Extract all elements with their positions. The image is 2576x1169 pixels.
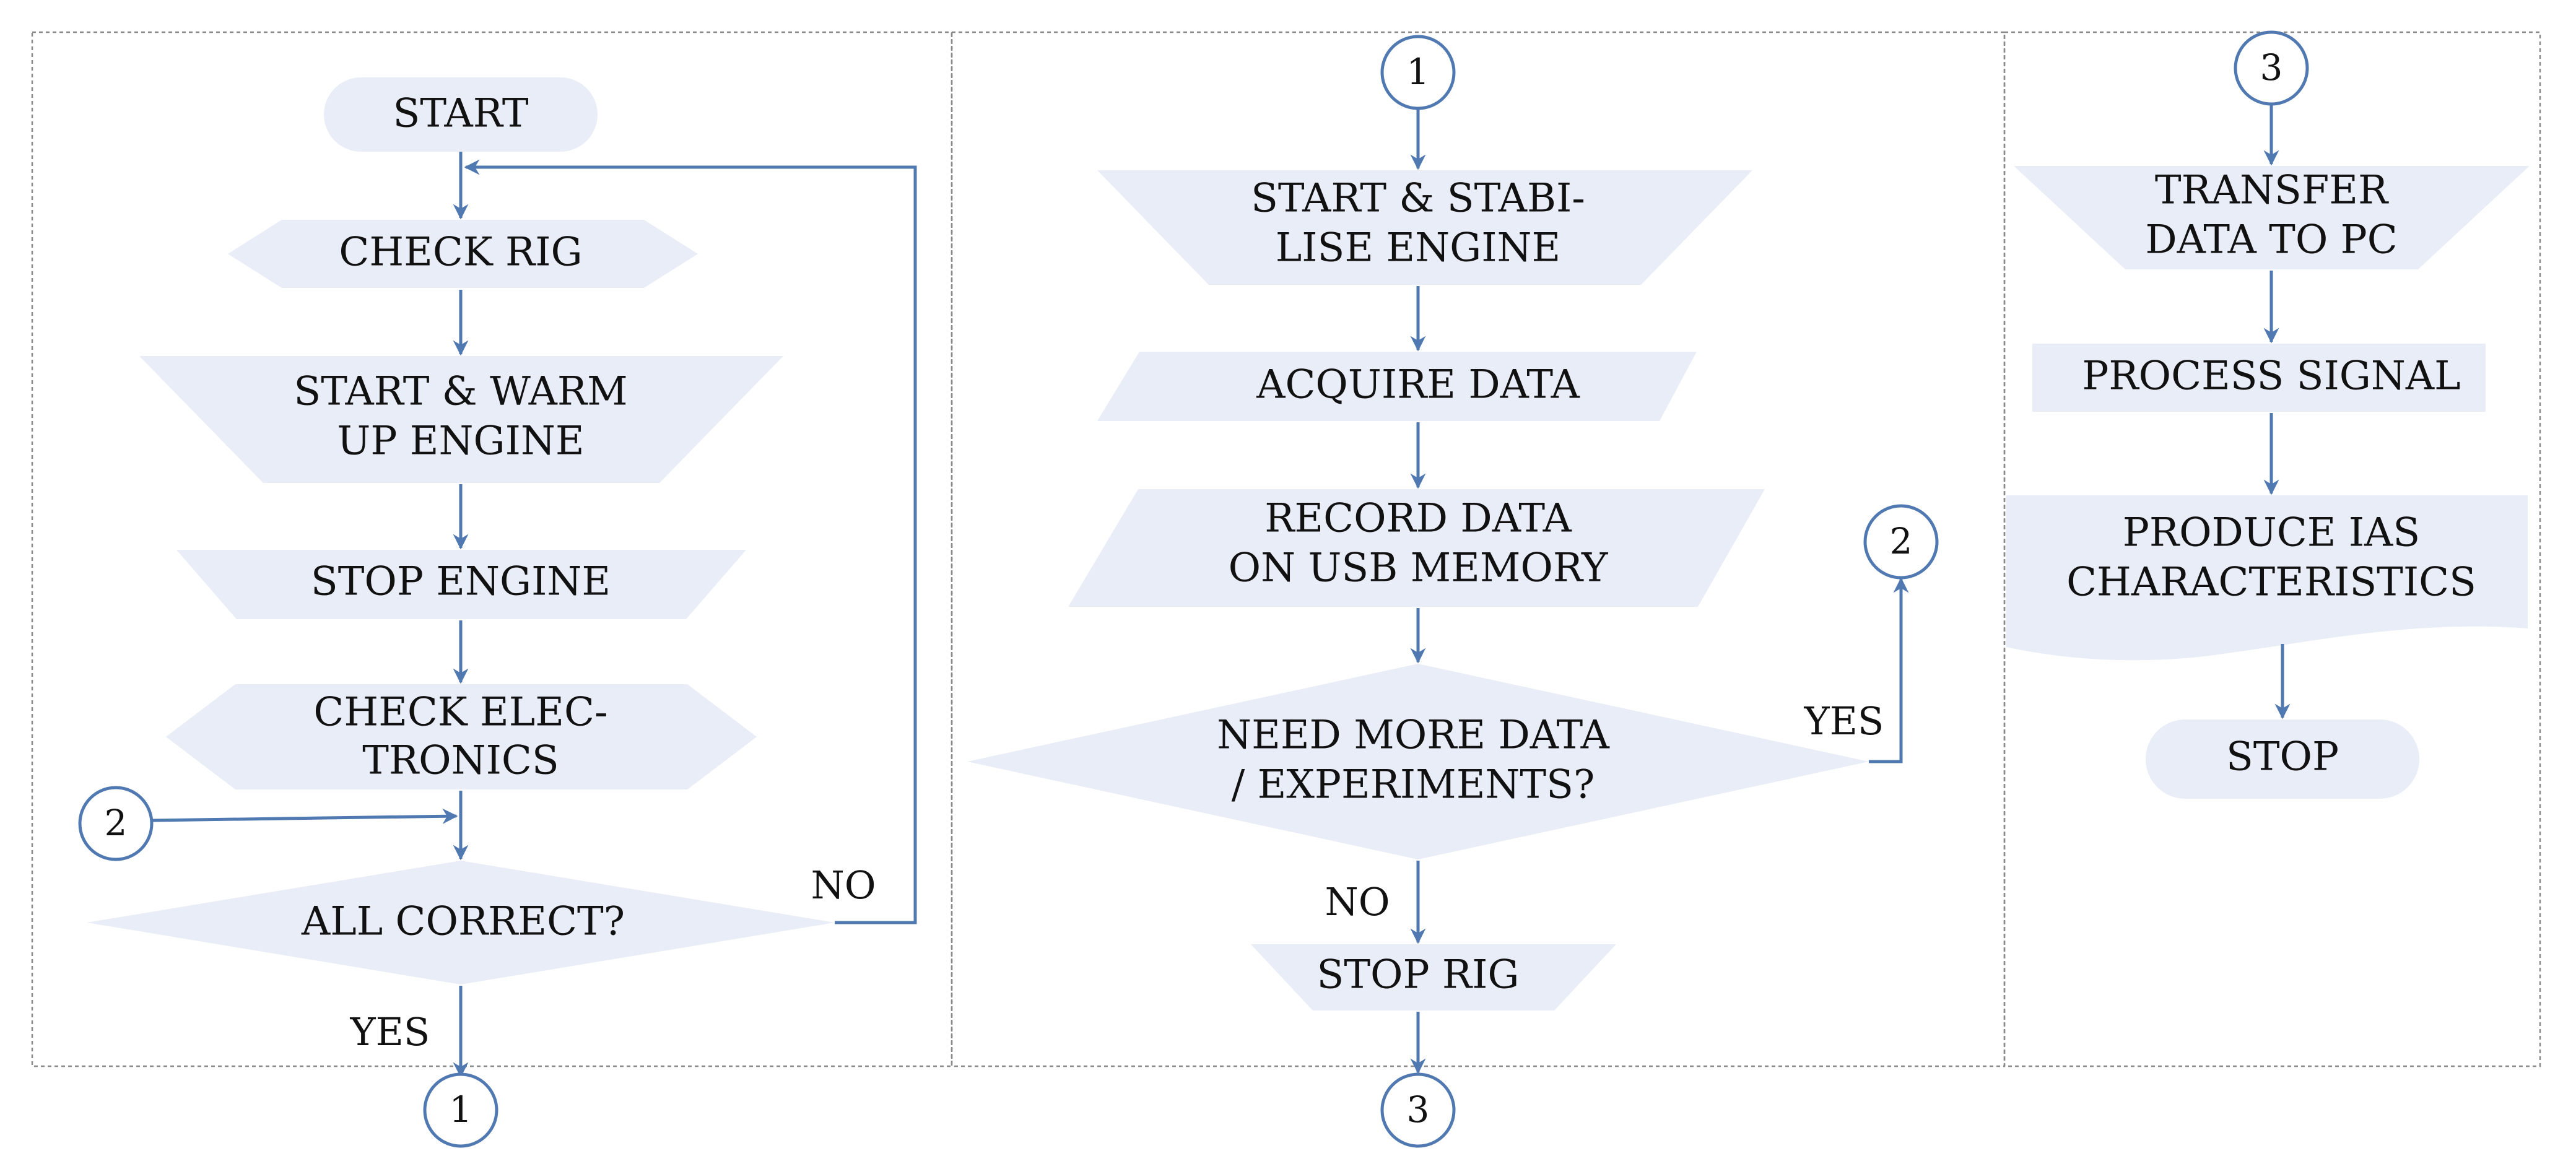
node-warm-up-line2: UP ENGINE [337, 419, 584, 464]
node-acquire-data: ACQUIRE DATA [1097, 352, 1697, 421]
edge-yes-to-connector2 [1869, 577, 1909, 763]
node-transfer-line1: TRANSFER [2155, 168, 2389, 214]
node-stop-engine: STOP ENGINE [176, 550, 746, 619]
connector-3-in-label: 3 [2260, 46, 2283, 89]
node-check-electronics: CHECK ELEC- TRONICS [166, 684, 757, 789]
node-all-correct: ALL CORRECT? [87, 861, 835, 984]
node-produce-line2: CHARACTERISTICS [2066, 560, 2476, 606]
edge-connector2-to-all-correct [151, 808, 458, 824]
node-need-more-line2: / EXPERIMENTS? [1232, 762, 1595, 808]
node-start: START [324, 77, 598, 152]
node-stop: STOP [2146, 719, 2419, 799]
panel-setup [31, 31, 953, 1067]
node-check-electronics-line1: CHECK ELEC- [313, 690, 607, 736]
connector-2-yes: 2 [1863, 504, 1939, 580]
node-produce-line1: PRODUCE IAS [2123, 510, 2420, 556]
node-stop-label: STOP [2226, 734, 2339, 780]
node-check-electronics-line2: TRONICS [362, 738, 559, 784]
connector-1-out: 1 [423, 1072, 498, 1148]
node-produce-ias: PRODUCE IAS CHARACTERISTICS [2006, 495, 2528, 661]
node-need-more-line1: NEED MORE DATA [1217, 713, 1610, 758]
connector-2-yes-label: 2 [1890, 520, 1913, 562]
label-yes-all-correct: YES [350, 1009, 430, 1054]
node-stop-engine-label: STOP ENGINE [311, 559, 611, 605]
node-transfer-data: TRANSFER DATA TO PC [2014, 166, 2530, 269]
connector-2-in-label: 2 [105, 802, 128, 844]
node-check-rig-label: CHECK RIG [339, 230, 582, 276]
label-no-all-correct: NO [811, 863, 876, 908]
node-record-data: RECORD DATA ON USB MEMORY [1068, 489, 1765, 607]
connector-1-out-label: 1 [450, 1089, 472, 1131]
connector-3-out: 3 [1380, 1072, 1456, 1148]
connector-1-in-label: 1 [1407, 51, 1430, 93]
connector-2-in: 2 [78, 786, 154, 861]
node-stop-rig-label: STOP RIG [1317, 952, 1520, 998]
connector-1-in: 1 [1380, 35, 1456, 110]
node-stop-rig: STOP RIG [1251, 944, 1616, 1010]
node-stabilise-engine: START & STABI- LISE ENGINE [1097, 170, 1752, 285]
node-warm-up-engine: START & WARM UP ENGINE [139, 356, 783, 483]
node-record-line1: RECORD DATA [1264, 496, 1572, 542]
node-need-more-data: NEED MORE DATA / EXPERIMENTS? [967, 664, 1869, 859]
node-transfer-line2: DATA TO PC [2145, 217, 2397, 263]
node-record-line2: ON USB MEMORY [1229, 545, 1608, 591]
edge-no-loop-back [464, 159, 917, 924]
node-stabilise-line2: LISE ENGINE [1276, 225, 1561, 271]
label-no-need-more: NO [1325, 879, 1390, 924]
connector-3-out-label: 3 [1407, 1089, 1430, 1131]
node-acquire-data-label: ACQUIRE DATA [1256, 362, 1580, 408]
node-process-signal-label: PROCESS SIGNAL [2082, 354, 2460, 399]
node-stabilise-line1: START & STABI- [1251, 176, 1585, 222]
node-process-signal: PROCESS SIGNAL [2032, 344, 2486, 412]
node-all-correct-label: ALL CORRECT? [301, 899, 625, 945]
connector-3-in: 3 [2234, 30, 2309, 106]
node-check-rig: CHECK RIG [228, 220, 698, 288]
node-start-label: START [393, 91, 529, 137]
node-warm-up-line1: START & WARM [294, 369, 627, 415]
label-yes-need-more: YES [1804, 698, 1884, 744]
